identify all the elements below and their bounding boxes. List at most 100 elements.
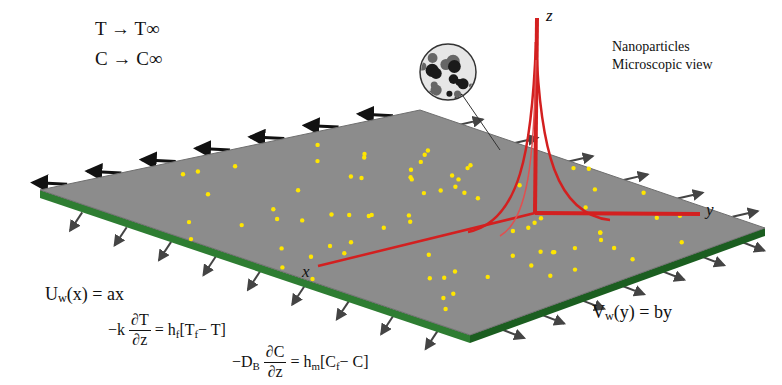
equation-text: Nanoparticles Microscopic view [612,39,713,72]
stretch-arrow [381,316,393,334]
nanoparticle [329,212,333,216]
axis-label: y [706,200,714,220]
axis-label: z [546,6,553,26]
equation-text: C → C∞ [95,48,162,70]
equation-text: V [592,302,605,323]
stretch-arrow [359,114,393,116]
nanoparticle [271,207,275,211]
stretch-arrow [568,156,593,162]
nanoparticle [529,263,533,267]
far-field-condition: C → C∞ [95,48,162,70]
fraction-numerator: ∂T [129,312,151,331]
nanoparticle-blob [449,74,459,84]
stretch-arrow [87,171,121,173]
stretch-arrow [623,174,648,180]
nanoparticle [181,172,185,176]
nanoparticle [275,217,279,221]
nanoparticle-blob [454,91,461,98]
nanoparticle-blob [418,63,426,71]
subscript: w [605,309,614,324]
stretch-arrow [337,301,349,319]
equation-text: z [546,6,553,26]
far-field-condition: T → T∞ [95,18,160,40]
nanoparticle [279,246,283,250]
stretch-arrow [248,272,260,290]
spacer [478,58,606,70]
equation-text: [T [179,321,194,339]
nanoparticle [240,223,244,227]
stretch-arrow [115,227,127,245]
nanoparticle [599,238,603,242]
nanoparticle [453,269,457,273]
microscope-view [420,44,476,100]
equation-text: − C] [340,353,369,371]
equation-text: − T] [198,321,226,339]
stretch-arrow [70,212,82,230]
equation-text: = h [290,353,311,371]
nanoparticle [349,240,353,244]
equation-text: −D [232,353,253,371]
nanoparticle [453,185,457,189]
velocity-profile [500,60,536,236]
nanoparticle [310,277,314,281]
thermal-boundary-condition: −k∂T∂z= hf[Tf− T] [108,312,226,349]
nanoparticle [548,274,552,278]
equation-text: (y) = by [614,302,672,323]
fraction-denominator: ∂z [266,363,285,381]
nanoparticle [439,188,443,192]
stretch-arrow [159,242,171,260]
leader-line [463,96,500,150]
nanoparticle [196,169,200,173]
nanoparticle-blob [471,42,479,50]
nanoparticle [427,253,431,257]
nanoparticle [598,230,602,234]
nanoparticle [408,175,412,179]
nanoparticle [526,226,530,230]
nanoparticle [476,196,480,200]
subscript: f [336,360,340,372]
nanoparticle [367,214,371,218]
nanoparticle [538,250,542,254]
velocity-profile [468,42,536,232]
nanoparticle [641,191,645,195]
nanoparticle-blob [469,84,473,88]
nanoparticle-blob [446,91,452,97]
stretch-arrow [305,125,339,127]
nanoparticle [426,148,430,152]
nanoparticle [680,240,684,244]
nanoparticle [189,237,193,241]
nanoparticle [233,164,237,168]
nanoparticle [443,307,447,311]
callout-label: Nanoparticles Microscopic view [612,38,762,74]
stretch-arrow [733,211,758,217]
nanoparticle-blob [461,43,466,48]
stretch-arrow [142,160,176,162]
nanoparticle [349,174,353,178]
nanoparticle [315,159,319,163]
fraction-denominator: ∂z [130,331,149,349]
nanoparticle [206,192,210,196]
nanoparticle [573,246,577,250]
boundary-velocity: Vw(y) = by [592,302,672,323]
nanoparticle [408,220,412,224]
stretch-arrow [204,257,216,275]
subscript: f [194,328,198,340]
nanoparticle [456,177,460,181]
nanoparticle [598,231,602,235]
boundary-velocity: Uw(x) = ax [45,284,124,305]
subscript: f [176,328,180,340]
nanoparticle [347,213,351,217]
nanoparticle [511,229,515,233]
nanoparticle [532,221,536,225]
nanoparticle [462,191,466,195]
nanoparticle-blob [423,49,428,54]
nanoparticle-blob [428,53,438,63]
y-axis [535,213,700,214]
nanoparticle [407,213,411,217]
nanoparticle [612,246,616,250]
nanoparticle [342,251,346,255]
nanoparticle [422,191,426,195]
equation-text: = h [155,321,176,339]
nanoparticle [539,216,543,220]
nanoparticle [280,265,284,269]
